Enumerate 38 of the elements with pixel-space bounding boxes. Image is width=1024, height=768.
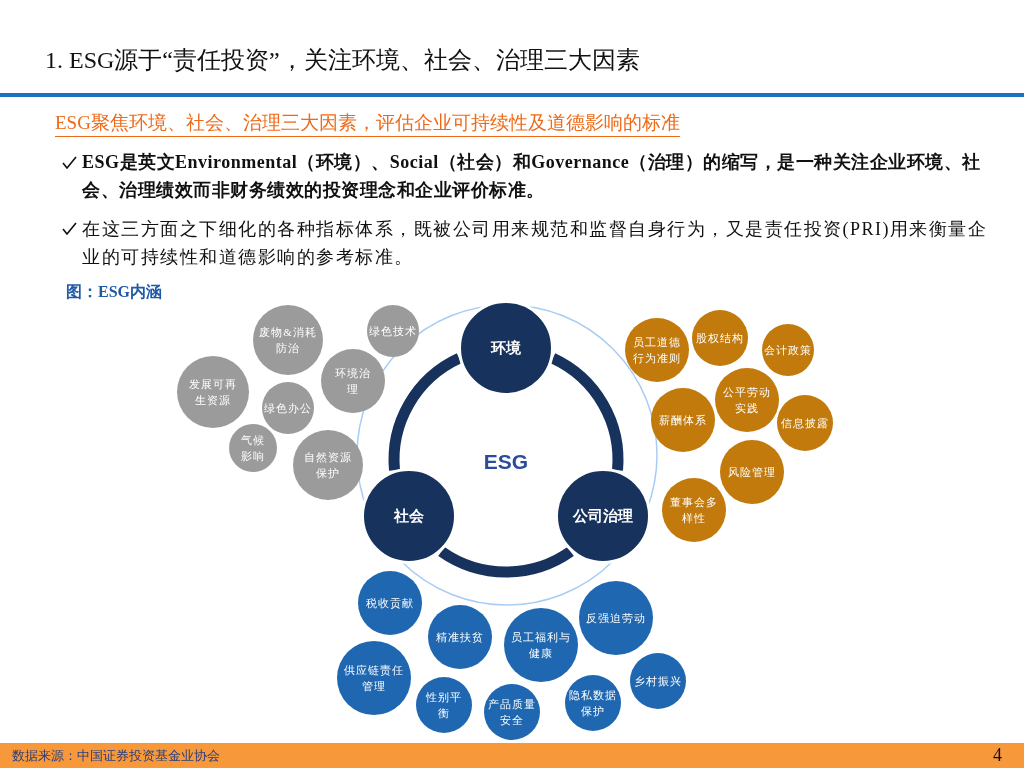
topic-bubble: 气候影响 [229, 424, 277, 472]
topic-bubble: 废物&消耗防治 [253, 305, 323, 375]
topic-bubble: 董事会多样性 [662, 478, 726, 542]
section-heading: ESG聚焦环境、社会、治理三大因素，评估企业可持续性及道德影响的标准 [55, 111, 680, 137]
topic-bubble: 员工道德行为准则 [625, 318, 689, 382]
topic-bubble: 发展可再生资源 [177, 356, 249, 428]
bullet-text: 在这三方面之下细化的各种指标体系，既被公司用来规范和监督自身行为，又是责任投资(PRI)用来衡量企业的可持续性和道德影响的参考标准。 [82, 218, 989, 269]
topic-bubble: 供应链责任管理 [337, 641, 411, 715]
topic-bubble: 风险管理 [720, 440, 784, 504]
slide-title: 1. ESG源于“责任投资”，关注环境、社会、治理三大因素 [45, 46, 640, 75]
hub-label: ESG [483, 450, 529, 474]
pillar-circle: 环境 [458, 300, 554, 396]
topic-bubble: 税收贡献 [358, 571, 422, 635]
pillar-circle: 社会 [361, 468, 457, 564]
topic-bubble: 信息披露 [777, 395, 833, 451]
topic-bubble: 绿色技术 [367, 305, 419, 357]
topic-bubble: 股权结构 [692, 310, 748, 366]
topic-bubble: 产品质量安全 [484, 684, 540, 740]
topic-bubble: 薪酬体系 [651, 388, 715, 452]
topic-bubble: 绿色办公 [262, 382, 314, 434]
topic-bubble: 员工福利与健康 [504, 608, 578, 682]
topic-bubble: 公平劳动实践 [715, 368, 779, 432]
topic-bubble: 精准扶贫 [428, 605, 492, 669]
source-note: 数据来源：中国证券投资基金业协会 [12, 747, 220, 764]
topic-bubble: 性别平衡 [416, 677, 472, 733]
bullet-text: ESG是英文Environmental（环境）、Social（社会）和Governance（治理）的缩写，是一种关注企业环境、社会、治理绩效而非财务绩效的投资理念和企业评价标准。 [82, 151, 982, 202]
pillar-circle: 公司治理 [555, 468, 651, 564]
topic-bubble: 反强迫劳动 [579, 581, 653, 655]
page-number: 4 [993, 745, 1002, 766]
topic-bubble: 环境治理 [321, 349, 385, 413]
topic-bubble: 会计政策 [762, 324, 814, 376]
cycle-arc [550, 353, 624, 471]
topic-bubble: 自然资源保护 [293, 430, 363, 500]
cycle-arc [438, 546, 574, 578]
topic-bubble: 隐私数据保护 [565, 675, 621, 731]
cycle-arc [388, 353, 462, 471]
figure-caption: 图：ESG内涵 [66, 282, 162, 302]
topic-bubble: 乡村振兴 [630, 653, 686, 709]
